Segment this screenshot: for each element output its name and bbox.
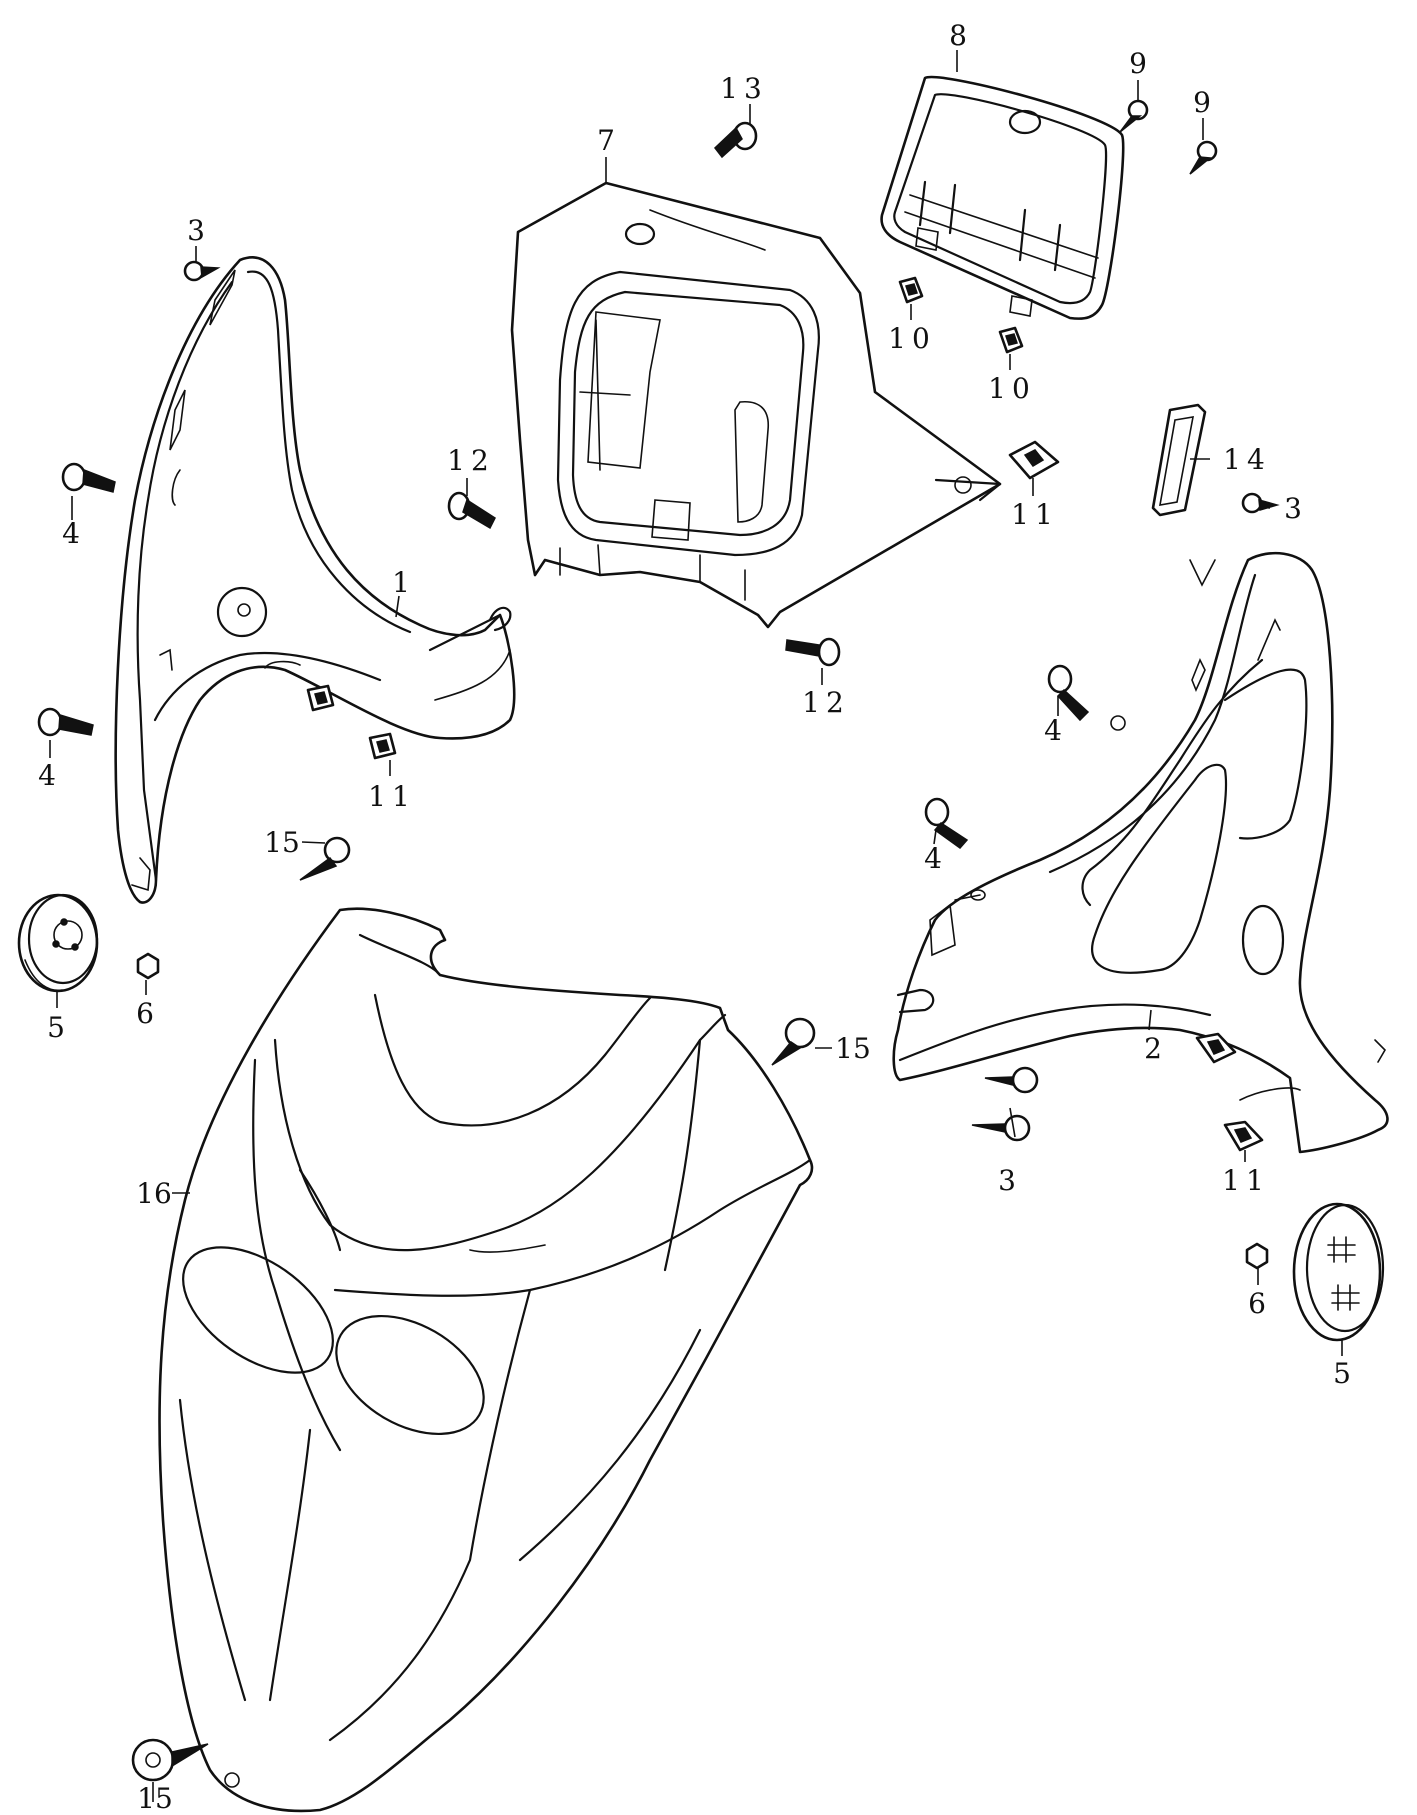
screw-15-bottom <box>131 1738 209 1782</box>
callout-12-right: 12 <box>802 686 850 719</box>
screw-3-left <box>183 260 221 282</box>
callout-1: 1 <box>392 566 410 599</box>
callout-2: 2 <box>1144 1032 1162 1065</box>
callout-13: 13 <box>720 72 768 105</box>
bolt-13 <box>713 121 758 159</box>
callout-10-a: 10 <box>888 322 936 355</box>
callout-9-b: 9 <box>1193 86 1211 119</box>
part-14-reflector <box>1151 403 1207 517</box>
callout-9-a: 9 <box>1129 47 1147 80</box>
leader-lines <box>49 50 1343 1802</box>
part-16-front-shield <box>158 907 814 1813</box>
callout-5-left: 5 <box>47 1011 65 1044</box>
clip-10-a <box>898 276 924 304</box>
clip-11-right-a <box>1195 1032 1237 1064</box>
clip-11-left-a <box>306 684 335 712</box>
callout-5-right: 5 <box>1333 1357 1351 1390</box>
callout-11-upper: 11 <box>1011 498 1059 531</box>
part-2-right-side-cover <box>892 551 1389 1154</box>
callout-4-left-lower: 4 <box>38 759 56 792</box>
callout-labels: 1 2 3 3 3 4 4 4 4 5 5 6 6 7 8 9 9 10 10 … <box>38 19 1351 1815</box>
callout-4-right-upper: 4 <box>1044 714 1062 747</box>
part-5-right-grille <box>1292 1202 1385 1342</box>
bolt-4-right-upper <box>1047 664 1090 722</box>
callout-8: 8 <box>949 19 967 52</box>
callout-15-right: 15 <box>835 1032 871 1065</box>
bolt-4-right-lower <box>924 797 969 850</box>
bolt-12-right <box>785 637 841 667</box>
bolt-4-left-upper <box>61 462 116 493</box>
clip-11-right-b <box>1223 1120 1264 1152</box>
callout-6-left: 6 <box>136 997 154 1030</box>
part-5-left-grille <box>17 893 99 993</box>
callout-4-right-lower: 4 <box>924 842 942 875</box>
clip-10-b <box>998 326 1024 354</box>
callout-3-right-upper: 3 <box>1284 492 1302 525</box>
screw-3-right-lower-a <box>984 1066 1039 1094</box>
bolt-4-left-lower <box>37 707 94 737</box>
callout-3-right-lower: 3 <box>998 1164 1016 1197</box>
callout-15-bottom: 15 <box>137 1782 173 1815</box>
screw-9-b <box>1189 140 1218 175</box>
part-8-cover-lid <box>880 75 1125 320</box>
clip-11-upper <box>1008 440 1060 480</box>
callout-16: 16 <box>136 1177 172 1210</box>
screw-9-a <box>1119 99 1149 133</box>
callout-15-left: 15 <box>264 826 300 859</box>
callout-12-left: 12 <box>447 444 495 477</box>
screw-3-right-upper <box>1241 492 1280 514</box>
callout-7: 7 <box>597 124 615 157</box>
callout-10-b: 10 <box>988 372 1036 405</box>
callout-3-left: 3 <box>187 214 205 247</box>
screw-15-left <box>299 836 351 881</box>
part-1-left-side-cover <box>114 256 516 904</box>
callout-11-right: 11 <box>1222 1164 1270 1197</box>
callout-14: 14 <box>1223 443 1271 476</box>
clip-11-left-b <box>368 732 397 760</box>
callout-4-left-upper: 4 <box>62 517 80 550</box>
nut-6-left <box>136 952 160 980</box>
nut-6-right <box>1245 1242 1269 1270</box>
callout-11-left: 11 <box>368 780 416 813</box>
screw-15-right <box>771 1017 816 1066</box>
part-7-inner-cover <box>510 181 1002 629</box>
bolt-12-left <box>447 491 496 530</box>
callout-6-right: 6 <box>1248 1287 1266 1320</box>
screw-3-right-lower-b <box>971 1114 1031 1142</box>
